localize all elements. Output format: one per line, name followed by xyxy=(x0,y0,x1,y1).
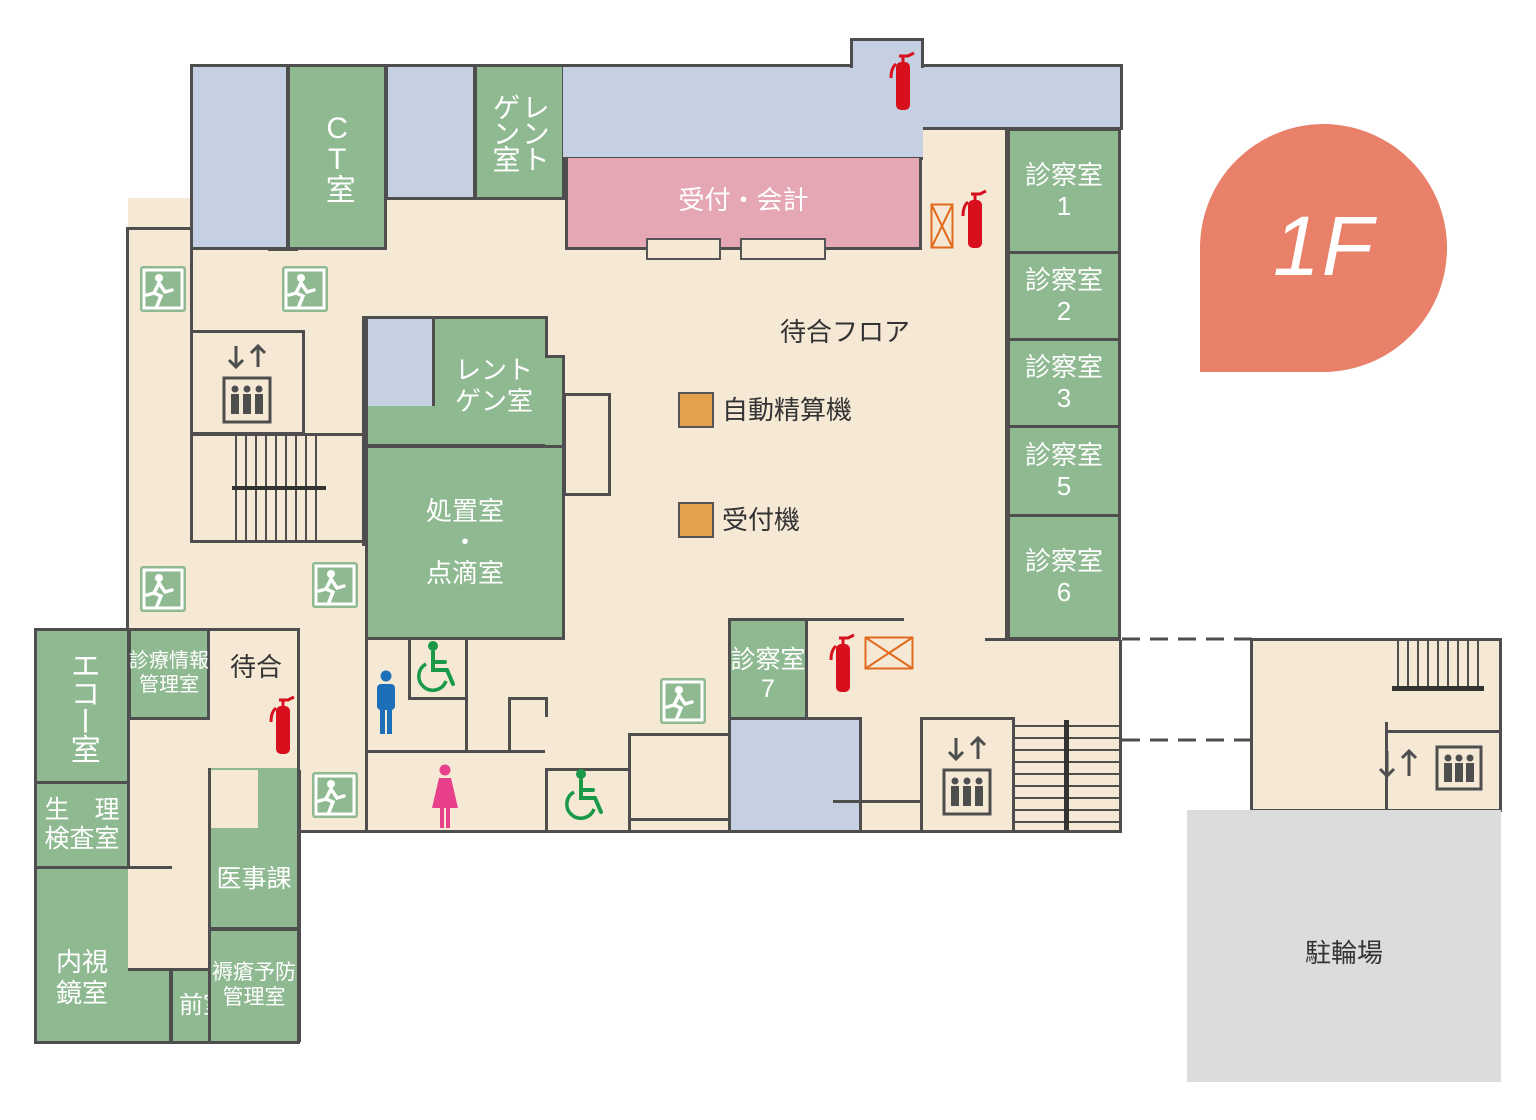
medical-affairs-label: 医事課 xyxy=(216,865,292,894)
wheelchair-icon xyxy=(565,769,603,820)
small-waiting-label: 待合 xyxy=(229,651,282,682)
fire-extinguisher-icon xyxy=(269,695,295,754)
exam-room-2-label: 診察室 2 xyxy=(1024,265,1103,326)
elevator-icon xyxy=(222,343,272,424)
north-corridor-lower xyxy=(563,126,923,160)
exam-room-6-label: 診察室 6 xyxy=(1024,546,1103,607)
auto-payment-machine-icon xyxy=(678,392,714,428)
pressure-ulcer-room[interactable] xyxy=(208,928,300,1044)
reception-counter-2 xyxy=(740,238,826,260)
utility-room-center xyxy=(365,316,435,409)
physiology-lab-label: 生 理 検査室 xyxy=(44,795,120,854)
exam-room-1-label: 診察室 1 xyxy=(1024,160,1103,221)
utility-room-south xyxy=(728,717,862,833)
auto-payment-label: 自動精算機 xyxy=(722,394,853,425)
emergency-exit-icon xyxy=(312,562,358,608)
elevator-icon xyxy=(942,735,992,816)
exam-room-3-label: 診察室 3 xyxy=(1024,352,1103,413)
physiology-lab[interactable] xyxy=(34,781,130,869)
fire-extinguisher-icon xyxy=(829,633,855,692)
xray-room-mid-ext xyxy=(365,406,565,447)
male-restroom-icon xyxy=(377,670,395,734)
xray-room-top-label: レント ゲン室 xyxy=(489,93,550,171)
stairs-icon xyxy=(232,436,326,540)
wheelchair-icon xyxy=(417,641,455,692)
reception-machine-label: 受付機 xyxy=(722,504,801,535)
bicycle-parking-label: 駐輪場 xyxy=(1304,937,1383,968)
reception-label: 受付・会計 xyxy=(678,184,809,215)
walkway-dashes xyxy=(1122,637,1252,742)
bicycle-parking xyxy=(1187,810,1501,1082)
reception-counter-1 xyxy=(646,238,721,260)
emergency-exit-icon xyxy=(282,266,328,312)
floor-area-north xyxy=(922,128,1010,228)
emergency-exit-icon xyxy=(140,566,186,612)
exam-room-5-label: 診察室 5 xyxy=(1024,440,1103,501)
endoscopy-room-label: 内視 鏡室 xyxy=(55,947,108,1008)
exam-room-5[interactable] xyxy=(1007,425,1121,517)
treatment-room[interactable] xyxy=(365,445,565,640)
emergency-exit-icon xyxy=(312,772,358,818)
exam-room-6[interactable] xyxy=(1007,514,1121,640)
echo-room-label: エコー室 xyxy=(65,650,99,762)
echo-room[interactable] xyxy=(34,628,130,784)
elevator-icon xyxy=(1378,745,1483,791)
floor-badge-label: 1F xyxy=(1272,199,1376,294)
counter-box xyxy=(563,393,611,496)
small-waiting-area xyxy=(208,628,300,770)
stairs-icon xyxy=(1015,720,1120,830)
fire-alarm-icon xyxy=(864,636,914,670)
fire-extinguisher-icon xyxy=(889,51,915,110)
west-corridor-room xyxy=(190,250,302,330)
endoscopy-corridor xyxy=(128,869,172,969)
female-restroom-icon xyxy=(432,764,458,828)
floor-badge xyxy=(1200,124,1447,372)
north-corridor xyxy=(563,64,1123,130)
stairs-icon xyxy=(1392,640,1484,691)
exam-room-2[interactable] xyxy=(1007,251,1121,341)
fire-extinguisher-icon xyxy=(961,189,987,248)
ct-room-label: CT室 xyxy=(320,112,354,202)
emergency-exit-icon xyxy=(140,266,186,312)
treatment-room-label: 処置室 ・ 点滴室 xyxy=(425,495,504,589)
medical-info-label: 診療情報 管理室 xyxy=(129,650,209,696)
utility-room-nw xyxy=(190,64,289,250)
medical-info-room[interactable] xyxy=(128,628,210,720)
reception-machine-icon xyxy=(678,502,714,538)
xray-room-top[interactable] xyxy=(474,64,565,200)
emergency-exit-icon xyxy=(660,678,706,724)
xray-room-mid-label: レント ゲン室 xyxy=(454,355,533,416)
restroom-block xyxy=(365,638,547,832)
waiting-floor-label: 待合フロア xyxy=(779,316,910,347)
exam-room-3[interactable] xyxy=(1007,338,1121,428)
pressure-ulcer-label: 褥瘡予防 管理室 xyxy=(212,961,296,1009)
exam-room-7-label: 診察室 7 xyxy=(730,645,806,704)
utility-room-n xyxy=(385,64,476,200)
fire-alarm-icon xyxy=(930,203,954,249)
